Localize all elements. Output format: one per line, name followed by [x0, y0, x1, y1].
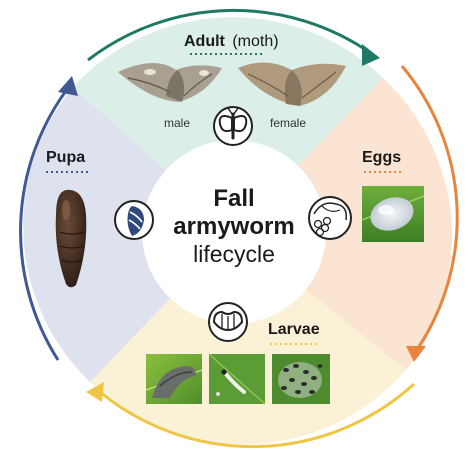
larvae-title: Larvae: [268, 321, 320, 338]
eggs-image: [361, 186, 425, 242]
eggs-arrowhead: [406, 346, 426, 362]
larvae-image-1: [145, 354, 203, 404]
adult-arrow: [87, 8, 373, 62]
adult-title: Adult (moth): [184, 33, 279, 50]
pupa-arrow: [19, 87, 70, 361]
chrysalis-icon: [114, 200, 154, 240]
center-title-line1: Fall: [213, 185, 254, 212]
male-label: male: [164, 116, 190, 130]
caterpillar-icon: [208, 302, 248, 342]
egg-cluster-icon: [308, 196, 352, 240]
adult-arrowhead: [362, 44, 380, 66]
male-moth-image: [118, 62, 222, 102]
moth-icon: [213, 106, 253, 146]
female-moth-image: [238, 62, 346, 106]
center-circle: [142, 140, 326, 324]
larvae-image-2: [208, 353, 266, 405]
pupa-title: Pupa: [46, 149, 85, 166]
larvae-image-3: [272, 354, 330, 404]
eggs-arrow: [400, 65, 459, 349]
center-title-line2: armyworm: [173, 213, 294, 240]
larvae-arrow: [99, 382, 416, 449]
center-title-line3: lifecycle: [193, 241, 275, 267]
eggs-title: Eggs: [362, 149, 401, 166]
pupa-arrowhead: [58, 76, 78, 96]
pupa-image: [55, 189, 87, 288]
larvae-arrowhead: [86, 382, 104, 402]
female-label: female: [270, 116, 306, 130]
